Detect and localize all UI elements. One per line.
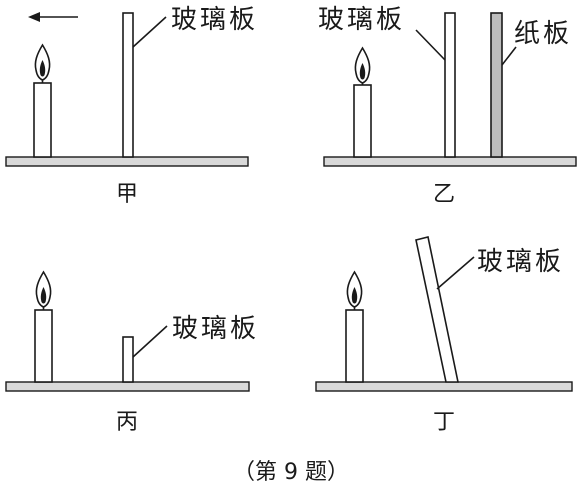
candle [345, 270, 364, 383]
glass-leader-line [436, 256, 475, 290]
glass-label: 玻璃板 [477, 247, 564, 277]
flame-icon [34, 43, 51, 83]
glass-leader-line [415, 29, 446, 61]
glass-label: 玻璃板 [318, 5, 405, 35]
panel-name: 乙 [433, 182, 455, 207]
glass-leader-line [132, 325, 168, 358]
base-plate [5, 156, 249, 167]
flame-icon [354, 46, 371, 85]
panel-yi: 玻璃板 纸板 乙 [318, 5, 577, 207]
glass-plate [122, 336, 134, 383]
glass-plate [444, 12, 456, 158]
left-arrow-icon [28, 12, 78, 22]
tilted-glass-plate [415, 236, 459, 383]
base-plate [5, 381, 250, 392]
glass-plate [122, 12, 134, 158]
candle [33, 43, 52, 158]
figure-caption: （第 9 题） [233, 460, 349, 485]
flame-icon [346, 270, 363, 310]
candle [34, 270, 53, 383]
flame-icon [35, 270, 52, 310]
base-plate [323, 156, 577, 167]
panel-jia: 玻璃板 甲 [5, 5, 258, 207]
panel-ding: 玻璃板 丁 [315, 236, 573, 435]
glass-leader-line [132, 16, 167, 48]
candle [353, 46, 372, 158]
paper-leader-line [501, 46, 517, 66]
glass-label: 玻璃板 [172, 314, 259, 344]
panel-name: 丙 [116, 410, 138, 435]
glass-label: 玻璃板 [171, 5, 258, 35]
base-plate [315, 381, 573, 392]
paper-board [490, 12, 503, 158]
panel-bing: 玻璃板 丙 [5, 270, 259, 435]
panel-name: 甲 [116, 182, 138, 207]
paper-label: 纸板 [514, 19, 572, 49]
panel-name: 丁 [433, 410, 455, 435]
